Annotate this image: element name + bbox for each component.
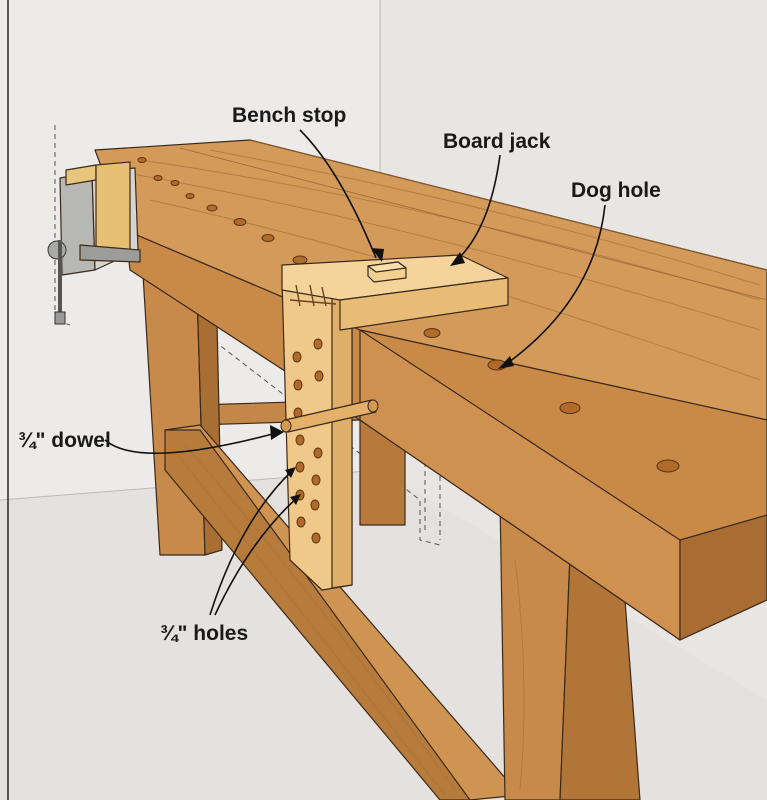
holes-arrowhead-a <box>285 467 296 478</box>
holes-leader-b <box>214 496 299 616</box>
dog-holes <box>137 157 680 473</box>
dowel-label: ¾" dowel <box>18 429 111 452</box>
dog-hole-leader <box>504 204 606 366</box>
bench-stop-label: Bench stop <box>232 104 346 127</box>
bench-stop <box>367 261 407 283</box>
bench-stop-leader <box>299 129 377 259</box>
holes-leader-a <box>209 469 294 616</box>
holes-arrowhead-b <box>290 494 301 505</box>
bench-stop-arrowhead <box>371 248 384 262</box>
holes-label: ¾" holes <box>160 622 248 645</box>
dog-hole-label: Dog hole <box>571 179 661 202</box>
dowel-leader <box>104 431 281 455</box>
board-jack <box>281 254 509 591</box>
board-jack-arrowhead <box>450 252 465 266</box>
dowel-arrowhead <box>270 425 284 440</box>
front-right-leg <box>499 499 641 800</box>
leader-lines <box>104 129 606 616</box>
board-jack-leader <box>454 154 501 263</box>
board-jack-label: Board jack <box>443 130 551 153</box>
dog-hole-arrowhead <box>498 356 514 369</box>
dowel <box>280 399 379 433</box>
vise <box>47 161 141 325</box>
